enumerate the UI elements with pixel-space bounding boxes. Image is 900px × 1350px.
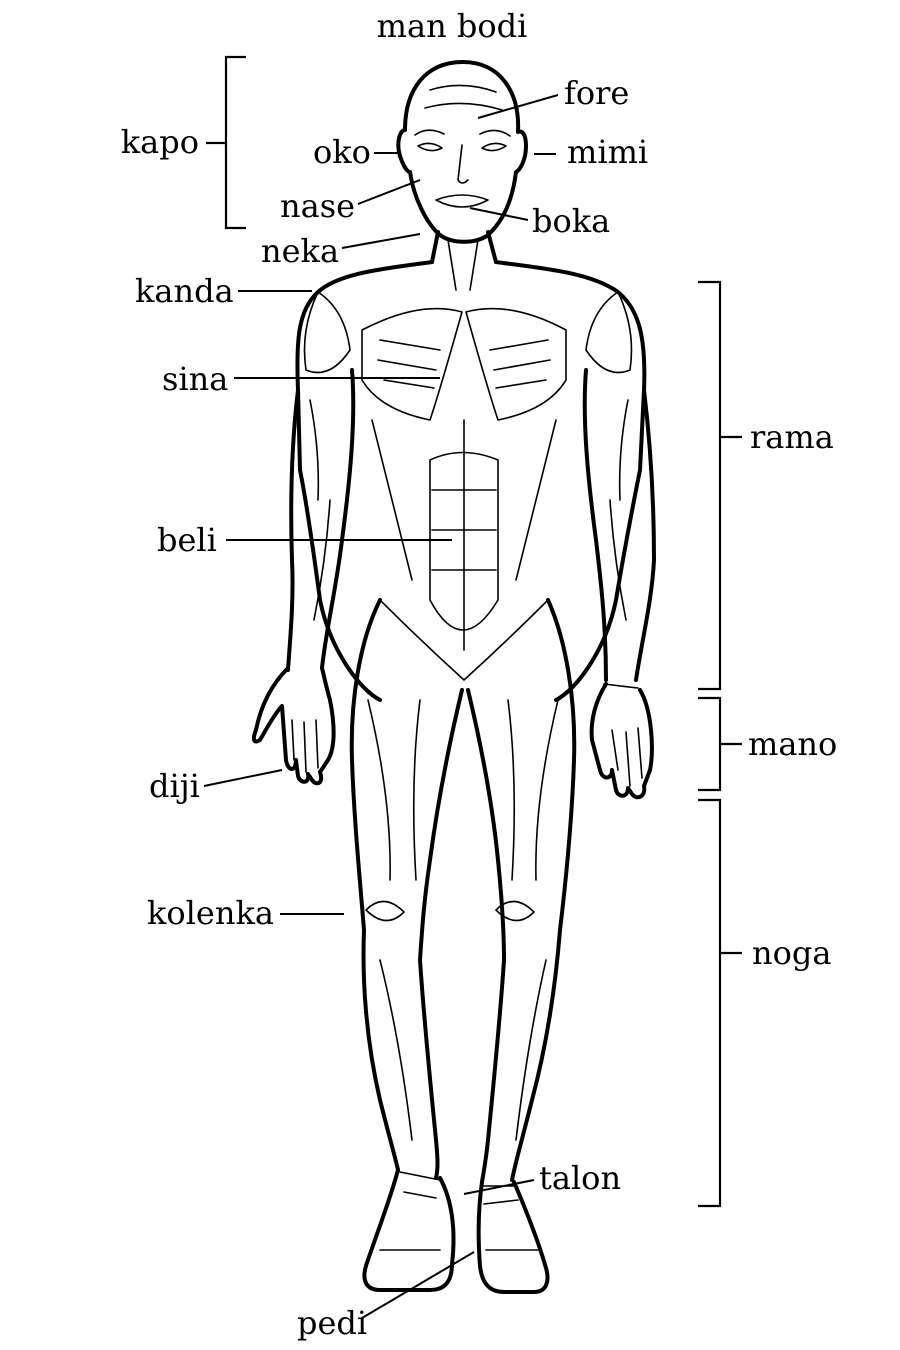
leader-neka <box>341 233 421 249</box>
rama-bracket <box>698 280 742 691</box>
label-kolenka: kolenka <box>147 894 274 932</box>
leader-pedi <box>361 1251 475 1319</box>
leader-diji <box>203 769 283 787</box>
label-nase: nase <box>280 187 355 225</box>
label-mimi: mimi <box>567 133 648 171</box>
label-sina: sina <box>162 360 228 398</box>
label-mano: mano <box>748 725 837 763</box>
label-talon: talon <box>539 1159 621 1197</box>
muscle-figure-illustration <box>251 60 656 1294</box>
label-diji: diji <box>149 767 200 805</box>
kapo-bracket <box>206 55 246 230</box>
label-kanda: kanda <box>135 272 234 310</box>
leader-fore <box>477 94 559 119</box>
label-pedi: pedi <box>297 1304 367 1342</box>
leader-talon <box>463 1179 535 1195</box>
leader-boka <box>469 207 529 221</box>
label-fore: fore <box>564 74 629 112</box>
label-boka: boka <box>532 202 610 240</box>
noga-bracket <box>698 798 742 1208</box>
label-neka: neka <box>261 232 339 270</box>
label-rama: rama <box>750 418 834 456</box>
label-beli: beli <box>157 521 217 559</box>
label-oko: oko <box>313 133 371 171</box>
label-kapo: kapo <box>121 123 199 161</box>
label-noga: noga <box>752 934 831 972</box>
leader-nase <box>357 179 421 205</box>
mano-bracket <box>698 696 742 792</box>
diagram-title: man bodi <box>377 7 528 45</box>
